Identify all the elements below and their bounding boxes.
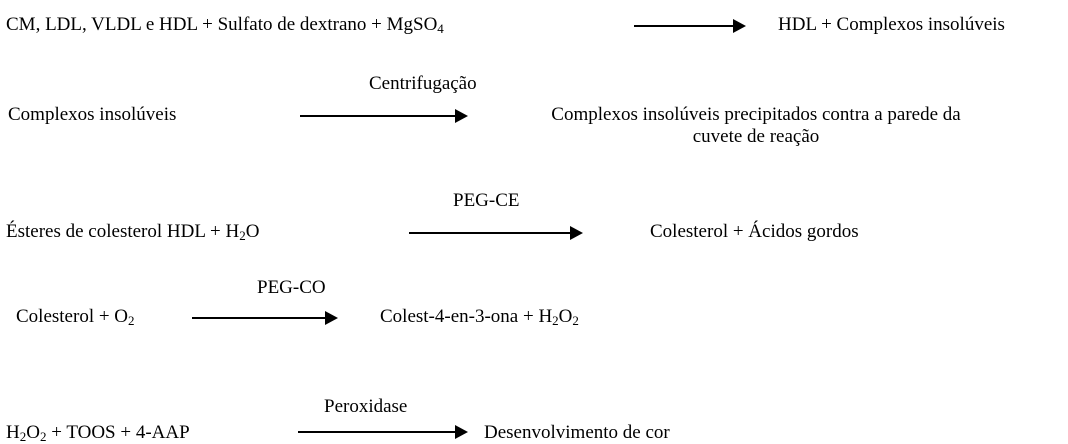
reaction-1-subscript: 4 bbox=[437, 21, 444, 36]
reaction-1-products: HDL + Complexos insolúveis bbox=[778, 14, 1005, 35]
reaction-2-label: Centrifugação bbox=[369, 73, 477, 94]
reaction-1-arrow bbox=[634, 19, 746, 33]
reaction-3-arrow bbox=[409, 226, 583, 240]
reaction-2-reactants: Complexos insolúveis bbox=[8, 104, 177, 125]
reaction-5-arrow bbox=[298, 425, 468, 439]
reaction-5-subscript-1: 2 bbox=[19, 429, 27, 444]
reaction-4-subscript: 2 bbox=[128, 313, 135, 328]
reaction-3-reactants-tail: O bbox=[245, 221, 260, 242]
reaction-4-arrow bbox=[192, 311, 338, 325]
reaction-5-products: Desenvolvimento de cor bbox=[484, 422, 670, 443]
reaction-3-reactants-text: Ésteres de colesterol HDL + H bbox=[6, 221, 240, 242]
reaction-5-subscript-2: 2 bbox=[39, 429, 47, 444]
reaction-3-label: PEG-CE bbox=[453, 190, 520, 211]
reaction-4-reactants: Colesterol + O2 bbox=[16, 306, 135, 328]
reaction-4-subscript-1: 2 bbox=[552, 313, 559, 328]
reaction-1-reactants-text: CM, LDL, VLDL e HDL + Sulfato de dextran… bbox=[6, 14, 438, 35]
reaction-5-reactants-tail: + TOOS + 4-AAP bbox=[46, 422, 190, 443]
reaction-1-reactants: CM, LDL, VLDL e HDL + Sulfato de dextran… bbox=[6, 14, 444, 36]
reaction-5-label: Peroxidase bbox=[324, 396, 408, 417]
reaction-4-products-o: O bbox=[558, 306, 573, 327]
reaction-2-arrow bbox=[300, 109, 468, 123]
reaction-4-products-text: Colest-4-en-3-ona + H bbox=[380, 306, 553, 327]
reaction-5-h: H bbox=[6, 422, 20, 443]
reaction-5-reactants: H2O2 + TOOS + 4-AAP bbox=[6, 422, 190, 444]
reaction-4-reactants-text: Colesterol + O bbox=[16, 306, 129, 327]
reaction-2-products-line1: Complexos insolúveis precipitados contra… bbox=[551, 104, 961, 125]
reaction-4-subscript-2: 2 bbox=[572, 313, 579, 328]
reaction-2-products: Complexos insolúveis precipitados contra… bbox=[496, 104, 1016, 148]
reaction-3-products: Colesterol + Ácidos gordos bbox=[650, 221, 859, 242]
reaction-3-reactants: Ésteres de colesterol HDL + H2O bbox=[6, 221, 259, 243]
reaction-4-products: Colest-4-en-3-ona + H2O2 bbox=[380, 306, 579, 328]
reaction-4-label: PEG-CO bbox=[257, 277, 326, 298]
reaction-3-subscript: 2 bbox=[239, 228, 246, 243]
reaction-5-o: O bbox=[26, 422, 40, 443]
reaction-2-products-line2: cuvete de reação bbox=[692, 126, 820, 147]
